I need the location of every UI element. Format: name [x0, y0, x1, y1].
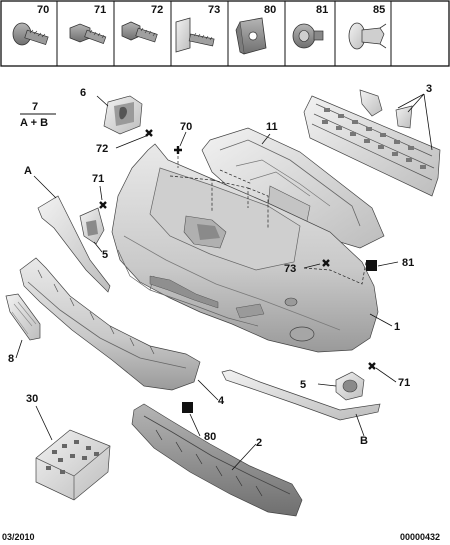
callout-71-lower: 71: [398, 377, 410, 389]
fog-bezel-right-part: [335, 371, 365, 401]
callout-72: 72: [96, 143, 108, 155]
header-part-number: 85: [373, 4, 385, 16]
footer-reference: 00000432: [400, 532, 440, 542]
callout-71-upper: 71: [92, 173, 104, 185]
clip-nut-icon: [235, 17, 267, 55]
lower-absorber-part: [131, 403, 303, 517]
header-part-number: 72: [151, 4, 163, 16]
callout-1: 1: [394, 321, 400, 333]
callout-7-formula: A + B: [20, 117, 48, 129]
hex-bolt-icon: [121, 21, 158, 43]
callout-73: 73: [284, 263, 296, 275]
upper-absorber-part: [201, 127, 385, 249]
marker-symbols: [99, 129, 377, 413]
side-mesh-part: [5, 293, 41, 341]
hex-screw-icon: [69, 23, 107, 45]
lower-valance-part: [19, 257, 201, 391]
header-part-number: 80: [264, 4, 276, 16]
callout-a: A: [24, 165, 32, 177]
callout-81: 81: [402, 257, 414, 269]
callout-4: 4: [218, 395, 225, 407]
fastener-kit-part: [35, 429, 111, 501]
cross-marker: [174, 146, 182, 154]
assembly-guide-lines: [169, 156, 377, 285]
callout-30: 30: [26, 393, 38, 405]
grille-trim-part: [359, 89, 413, 129]
footer-date: 03/2010: [2, 532, 35, 542]
header-part-number: 71: [94, 4, 106, 16]
callout-b: B: [360, 435, 368, 447]
fastener-header: 70 71 72 73 80 81 85: [0, 0, 450, 67]
header-part-number: 70: [37, 4, 49, 16]
emblem-part: [103, 95, 143, 135]
leader-lines: [15, 93, 433, 471]
callout-70: 70: [180, 121, 192, 133]
bumper-cover-part: [111, 143, 379, 353]
callout-7: 7: [32, 101, 38, 113]
x-marker: [368, 362, 376, 370]
flange-bolt-icon: [12, 22, 49, 46]
callout-labels: 3 6 7 A + B 70 11 72 A 71 5 73 81 1 8 5 …: [8, 83, 432, 449]
x-marker: [322, 259, 330, 267]
cage-nut-icon: [292, 23, 324, 49]
square-marker: [366, 260, 377, 271]
callout-5-left: 5: [102, 249, 108, 261]
footer: 03/2010 00000432: [2, 532, 440, 542]
lower-trim-b-part: [221, 369, 381, 421]
fog-bezel-left-part: [79, 207, 105, 245]
callout-3: 3: [426, 83, 432, 95]
header-part-number: 81: [316, 4, 328, 16]
callout-8: 8: [8, 353, 14, 365]
side-trim-a-part: [37, 195, 111, 293]
callout-6: 6: [80, 87, 86, 99]
header-part-number: 73: [208, 4, 220, 16]
stud-plate-icon: [175, 17, 215, 53]
push-rivet-icon: [348, 22, 387, 50]
x-marker: [99, 201, 107, 209]
callout-11: 11: [266, 121, 278, 133]
callout-5-right: 5: [300, 379, 306, 391]
square-marker: [182, 402, 193, 413]
callout-2: 2: [256, 437, 262, 449]
callout-80: 80: [204, 431, 216, 443]
upper-grille-part: [303, 95, 441, 197]
x-marker: [145, 129, 153, 137]
